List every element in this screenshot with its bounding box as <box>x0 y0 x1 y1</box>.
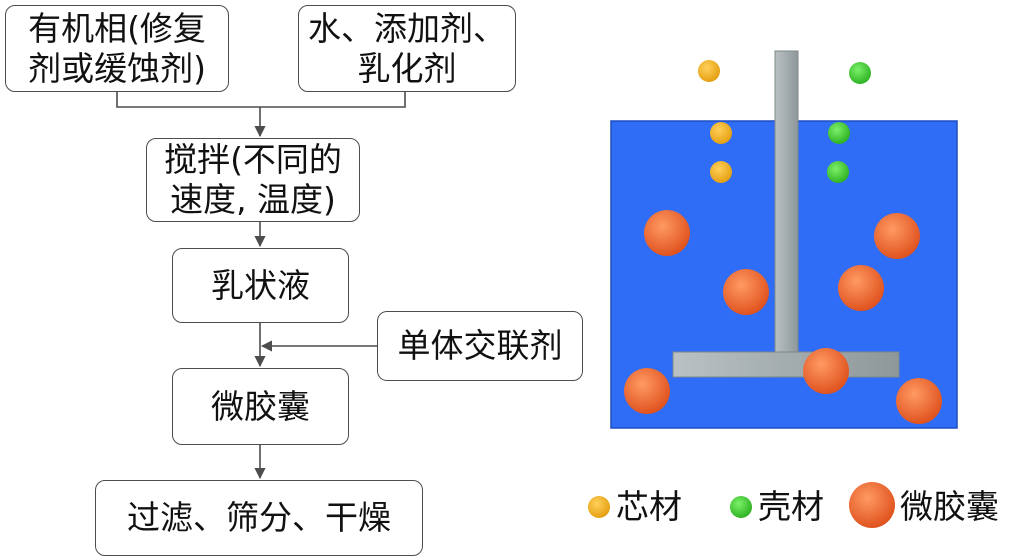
monomer-crosslinker-label: 单体交联剂 <box>397 326 563 365</box>
water-additives-line-1: 水、添加剂、 <box>308 8 506 48</box>
stirring-box: 搅拌(不同的 速度, 温度) <box>146 138 360 222</box>
organic-phase-line-1: 有机相(修复 <box>28 8 206 48</box>
post-processing-box: 过滤、筛分、干燥 <box>95 480 423 556</box>
microcapsule-ball <box>874 213 920 259</box>
shell-material-dot <box>828 122 850 144</box>
legend-microcapsule-icon <box>849 482 895 528</box>
monomer-crosslinker-box: 单体交联剂 <box>377 311 583 381</box>
shell-material-dot <box>827 161 849 183</box>
water-additives-box: 水、添加剂、 乳化剂 <box>298 5 516 92</box>
microcapsule-ball <box>838 265 884 311</box>
emulsion-label: 乳状液 <box>211 265 310 305</box>
microcapsule-ball <box>723 269 769 315</box>
microcapsule-label: 微胶囊 <box>211 386 310 426</box>
legend-shell-label: 壳材 <box>758 487 824 526</box>
core-material-dot <box>710 122 732 144</box>
microcapsule-box: 微胶囊 <box>172 368 349 445</box>
legend-shell-icon <box>730 496 752 518</box>
legend-microcapsule-label: 微胶囊 <box>900 487 999 526</box>
legend-core-label: 芯材 <box>616 487 682 526</box>
merge-connector <box>116 92 406 108</box>
microcapsule-ball <box>896 378 942 424</box>
organic-phase-box: 有机相(修复 剂或缓蚀剂) <box>5 5 229 92</box>
stirrer-shaft <box>774 50 799 357</box>
shell-material-dot <box>849 62 871 84</box>
stirring-line-2: 速度, 温度) <box>170 180 336 219</box>
stirring-line-1: 搅拌(不同的 <box>164 140 342 179</box>
microcapsule-ball <box>803 348 849 394</box>
microcapsule-ball <box>644 210 690 256</box>
emulsion-box: 乳状液 <box>172 248 349 323</box>
core-material-dot <box>710 161 732 183</box>
stirrer-blade <box>672 351 900 378</box>
microcapsule-ball <box>624 368 670 414</box>
post-processing-label: 过滤、筛分、干燥 <box>127 498 391 537</box>
core-material-dot <box>698 60 720 82</box>
water-additives-line-2: 乳化剂 <box>357 48 457 88</box>
legend-core-icon <box>588 496 610 518</box>
organic-phase-line-2: 剂或缓蚀剂) <box>28 48 206 88</box>
